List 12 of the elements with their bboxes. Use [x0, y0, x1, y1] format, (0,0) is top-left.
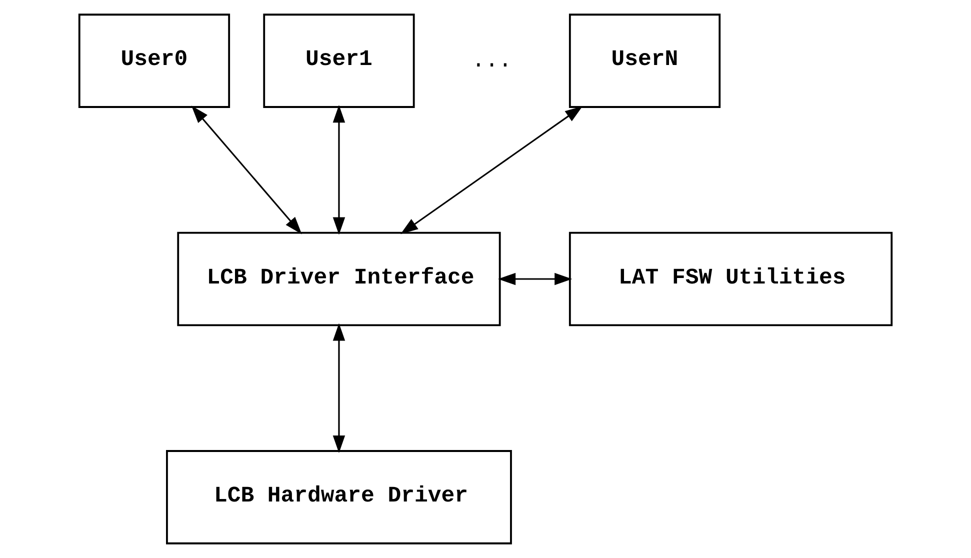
label: ...: [472, 48, 512, 74]
arrow: [332, 105, 346, 235]
arrow: [191, 106, 302, 234]
arrow: [332, 323, 346, 454]
node-box: LAT FSW Utilities: [568, 232, 893, 326]
node-box: UserN: [568, 14, 721, 108]
node-box: LCB Hardware Driver: [166, 450, 512, 544]
arrow: [498, 272, 572, 286]
node-box: User0: [78, 14, 230, 108]
node-box: LCB Driver Interface: [177, 232, 501, 326]
node-box: User1: [263, 14, 415, 108]
arrow: [400, 106, 583, 234]
